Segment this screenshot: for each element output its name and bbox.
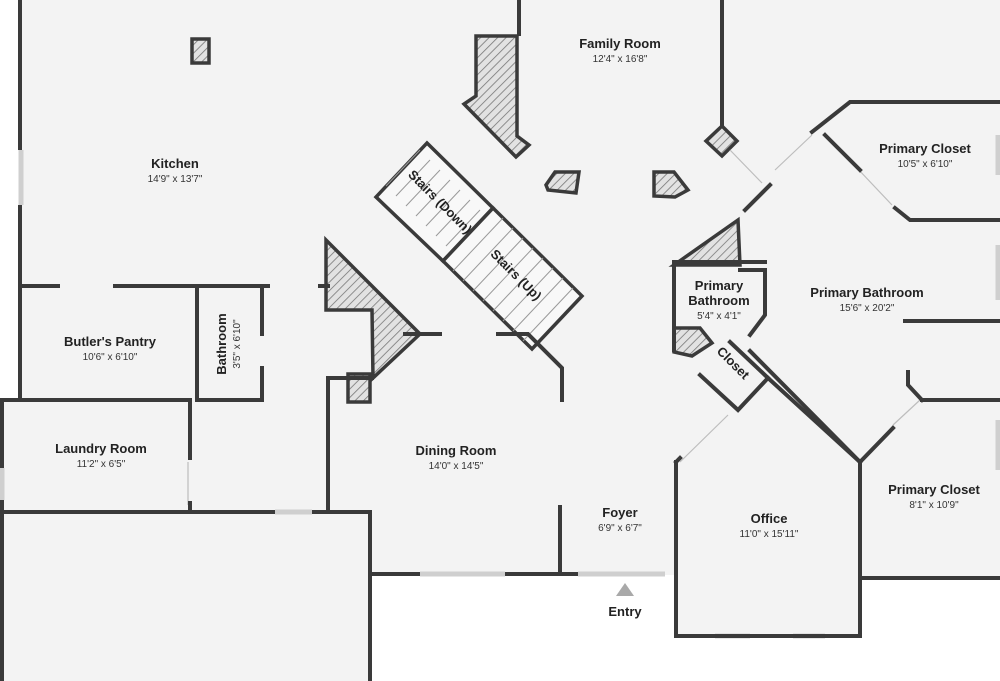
bathroom-name: Bathroom xyxy=(214,313,229,374)
family-room-name: Family Room xyxy=(579,36,661,51)
foyer-name: Foyer xyxy=(602,505,637,520)
primary-bathroom-name: Primary Bathroom xyxy=(810,285,923,300)
dining-room-name: Dining Room xyxy=(416,443,497,458)
primary-closet-1-name: Primary Closet xyxy=(879,141,971,156)
primary-bath-small-name-1: Primary xyxy=(695,278,744,293)
butlers-pantry-name: Butler's Pantry xyxy=(64,334,157,349)
primary-bath-small-dims: 5'4" x 4'1" xyxy=(697,311,741,322)
primary-closet-1-dims: 10'5" x 6'10" xyxy=(898,159,953,170)
primary-bathroom-dims: 15'6" x 20'2" xyxy=(840,303,895,314)
structural-hatch xyxy=(190,34,742,404)
laundry-room-name: Laundry Room xyxy=(55,441,147,456)
primary-bath-small-name-2: Bathroom xyxy=(688,293,749,308)
laundry-room-dims: 11'2" x 6'5" xyxy=(77,459,126,470)
office-dims: 11'0" x 15'11" xyxy=(740,529,799,540)
kitchen-name: Kitchen xyxy=(151,156,199,171)
primary-closet-2-name: Primary Closet xyxy=(888,482,980,497)
butlers-pantry-dims: 10'6" x 6'10" xyxy=(83,352,138,363)
foyer-dims: 6'9" x 6'7" xyxy=(598,523,642,534)
entry-arrow-icon[interactable] xyxy=(616,583,634,596)
office-name: Office xyxy=(751,511,788,526)
primary-closet-2-dims: 8'1" x 10'9" xyxy=(909,500,959,511)
stairs-up xyxy=(440,205,585,352)
entry-label: Entry xyxy=(608,604,642,619)
family-room-dims: 12'4" x 16'8" xyxy=(593,54,648,65)
dining-room-dims: 14'0" x 14'5" xyxy=(429,461,484,472)
kitchen-dims: 14'9" x 13'7" xyxy=(148,174,203,185)
bathroom-dims: 3'5" x 6'10" xyxy=(232,319,243,369)
